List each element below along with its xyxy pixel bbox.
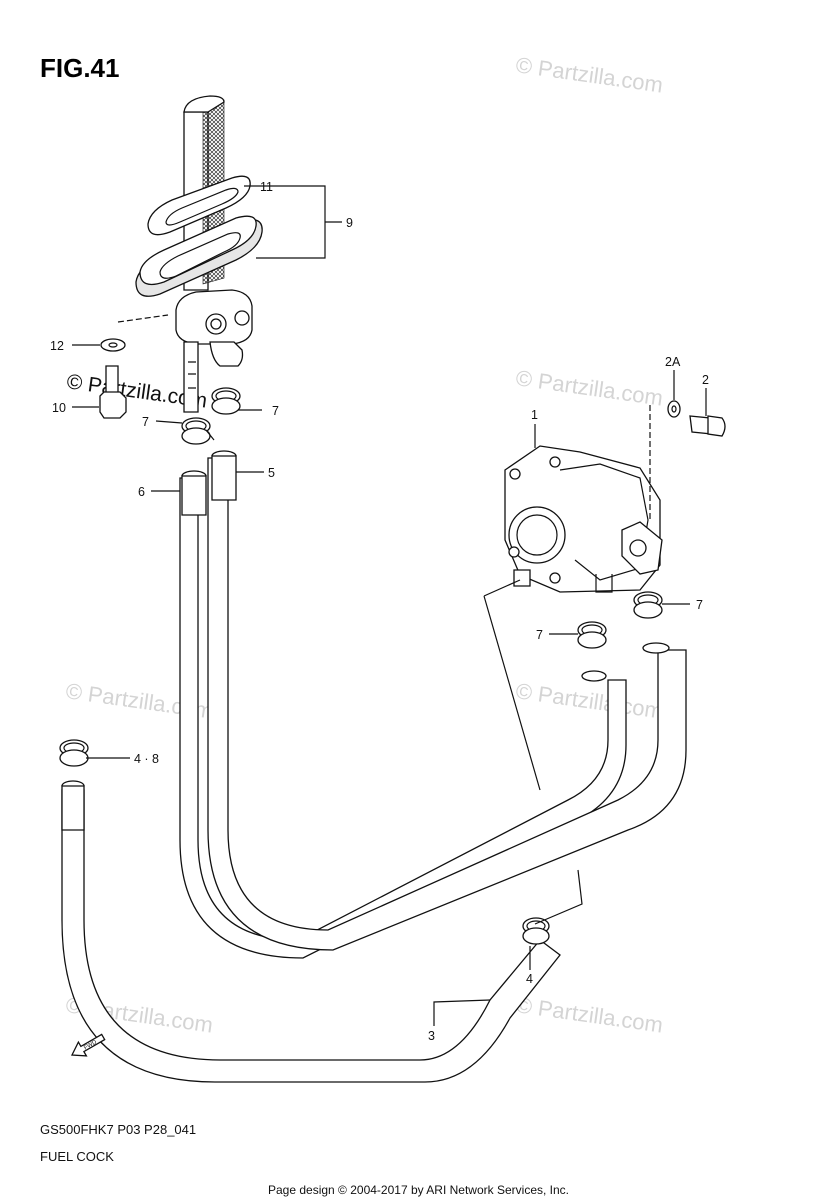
callout-7d: 7	[536, 628, 543, 642]
callout-9: 9	[346, 216, 353, 230]
fuel-valve-1	[504, 445, 663, 593]
copyright-notice: Page design © 2004-2017 by ARI Network S…	[268, 1183, 569, 1197]
screw-11	[105, 365, 119, 395]
outlet-nipple-left	[183, 341, 199, 413]
washer-12	[100, 338, 126, 352]
hose-5	[207, 457, 687, 951]
callout-4: 4	[526, 972, 533, 986]
callout-6: 6	[138, 485, 145, 499]
clamp-7-right-upper	[633, 591, 663, 619]
callout-7a: 7	[272, 404, 279, 418]
hose-right-end-2	[642, 642, 670, 654]
clamp-7-upper	[211, 387, 241, 415]
model-code: GS500FHK7 P03 P28_041	[40, 1122, 196, 1137]
fwd-arrow: FWD	[70, 1033, 106, 1057]
callout-4-8: 4 · 8	[134, 752, 159, 766]
callout-7b: 7	[142, 415, 149, 429]
watermark: © Partzilla.com	[514, 992, 664, 1037]
valve-nipple	[513, 569, 531, 587]
fuel-cock-assembly	[135, 95, 263, 413]
washer-2a	[667, 400, 681, 418]
figure-title: FIG.41	[40, 53, 119, 83]
clamp-7-right-lower	[577, 621, 607, 649]
outlet-nipple-right	[209, 341, 244, 367]
leader-lines	[72, 185, 707, 1026]
clamp-7-lower	[181, 417, 215, 445]
watermark: © Partzilla.com	[514, 52, 664, 97]
hose-right-end-1	[581, 670, 607, 682]
clamp-4-8	[59, 739, 89, 767]
callout-12: 12	[50, 339, 64, 353]
hose-3	[61, 789, 561, 1083]
section-name: FUEL COCK	[40, 1149, 114, 1164]
watermark: © Partzilla.com	[514, 678, 664, 723]
callout-1: 1	[531, 408, 538, 422]
clamp-4	[522, 917, 550, 945]
callout-5: 5	[268, 466, 275, 480]
callout-3: 3	[428, 1029, 435, 1043]
callout-2a: 2A	[665, 355, 681, 369]
callout-labels: 11 9 12 10 7 7 5 6 1 2A 2 7 7 4 · 8 4 3	[50, 180, 709, 1043]
filter-cap	[183, 95, 225, 113]
hose-6	[179, 477, 627, 959]
callout-2: 2	[702, 373, 709, 387]
watermark: © Partzilla.com	[514, 365, 664, 410]
callout-10: 11	[260, 180, 273, 194]
callout-7c: 7	[696, 598, 703, 612]
callout-11: 10	[52, 401, 66, 415]
nut-11	[99, 391, 127, 419]
